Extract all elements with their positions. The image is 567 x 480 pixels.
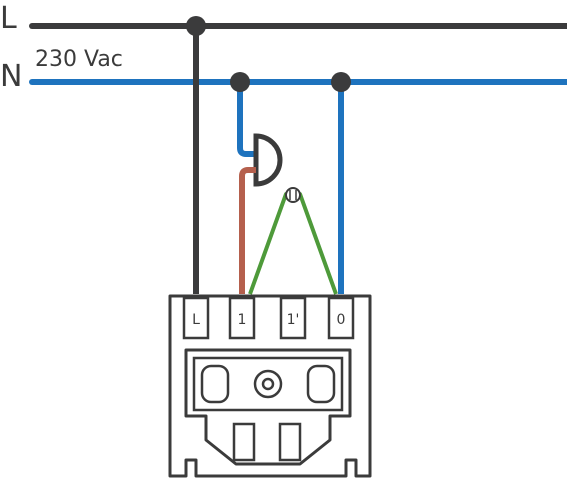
load-wire [239,167,256,294]
terminal-row: L 1 1' 0 [182,296,355,340]
switch-module: L 1 1' 0 [168,294,372,478]
terminal-label-1-prime: 1' [287,312,300,328]
terminal-label-1: 1 [238,312,247,328]
phase-label: L [0,1,17,36]
junction-dot-phase [186,16,206,36]
voltage-label: 230 Vac [35,47,123,72]
terminal-label-0: 0 [337,312,346,328]
switch-mechanism [184,348,352,466]
lamp-wire [248,192,338,295]
terminal-box-l [182,296,210,340]
screw-slot-left [200,364,230,404]
terminal-box-0 [327,296,355,340]
contact-slot-left [232,422,256,462]
terminal-label-l: L [192,312,200,328]
terminal-box-1 [228,296,256,340]
junction-dot-neutral-bell [230,72,250,92]
junction-dot-neutral [331,72,351,92]
terminal-box-1-prime [279,296,307,340]
contact-slot-right [278,422,302,462]
neutral-bell-wire [237,82,256,157]
screw-slot-right [306,364,336,404]
bell-icon [253,133,283,187]
neutral-label: N [0,59,22,94]
lamp-icon [285,187,301,203]
